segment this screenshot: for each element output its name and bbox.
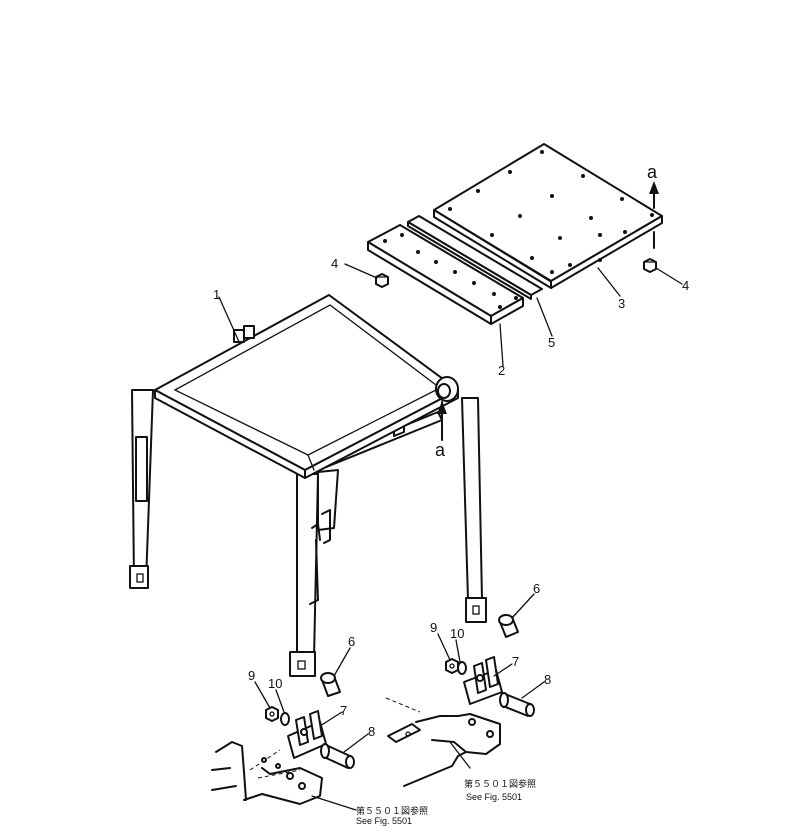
callouts: 1 2 3 4 4 5 6 6 7 7 8 8 9 9 10 10 a a 第５… [213,162,689,826]
callout-8-right: 8 [544,672,551,687]
mount-bracket-right [463,656,503,705]
angle-strip [407,215,543,300]
callout-10-right: 10 [450,626,464,641]
callout-4-left: 4 [331,256,338,271]
callout-4-right: 4 [682,278,689,293]
callout-5: 5 [548,335,555,350]
ref-left-jp: 第５５０１図参照 [356,805,428,816]
arrow-a-top [649,181,659,249]
callout-8-left: 8 [368,724,375,739]
washer-right [457,661,467,675]
stand-frame [129,294,487,677]
marker-a-frame: a [435,440,446,460]
washer-left [280,712,290,726]
callout-2: 2 [498,363,505,378]
callout-1: 1 [213,287,220,302]
ref-right-en: See Fig. 5501 [466,792,522,802]
pin-right [499,692,535,717]
base-right [385,697,501,787]
bolt-left [375,273,389,288]
callout-9-right: 9 [430,620,437,635]
rail-plate [367,224,524,325]
nut-left [265,706,279,722]
base-left [211,741,323,805]
callout-7-right: 7 [512,654,519,669]
spacer-left [320,672,341,697]
marker-a-top: a [647,162,658,182]
callout-9-left: 9 [248,668,255,683]
bolt-right [643,258,657,273]
callout-7-left: 7 [340,703,347,718]
leader-lines [218,263,683,811]
callout-6-right: 6 [533,581,540,596]
pin-left [320,743,355,769]
callout-3: 3 [618,296,625,311]
ref-right-jp: 第５５０１図参照 [464,778,536,789]
top-plate [433,143,663,289]
callout-10-left: 10 [268,676,282,691]
ref-left-en: See Fig. 5501 [356,816,412,826]
arrow-a-frame [437,401,447,441]
nut-right [445,658,459,674]
callout-6-left: 6 [348,634,355,649]
spacer-right [498,614,519,638]
